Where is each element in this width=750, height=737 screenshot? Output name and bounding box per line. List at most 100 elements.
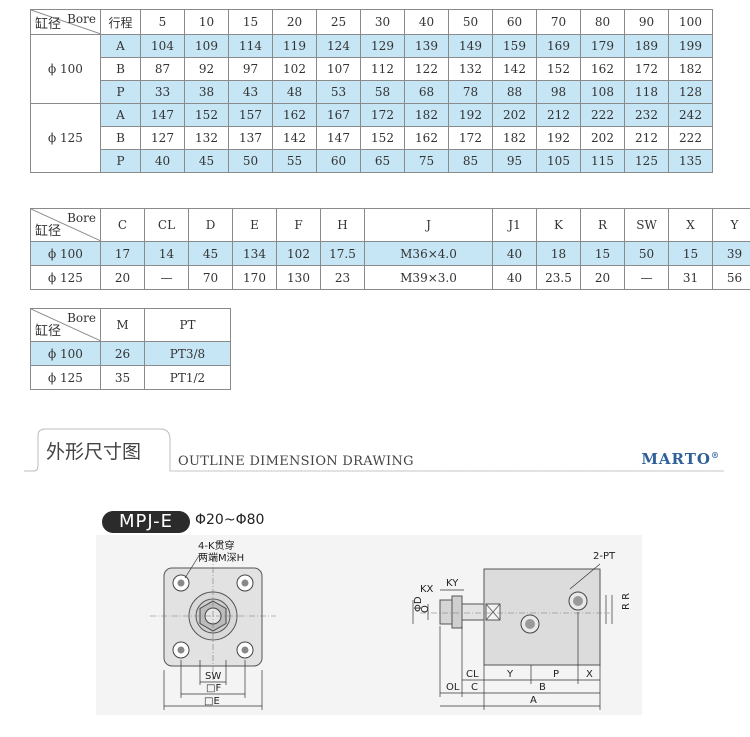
- corner-bore-label-cn: 缸径: [35, 224, 62, 239]
- value-cell: 172: [624, 57, 669, 81]
- stroke-column-header: 40: [404, 9, 449, 35]
- column-header: K: [536, 208, 581, 242]
- value-cell: 169: [536, 34, 581, 58]
- value-cell: 60: [316, 149, 361, 173]
- value-cell: 15: [580, 241, 625, 266]
- corner-bore-label: Bore: [67, 311, 96, 325]
- value-cell: PT3/8: [144, 341, 231, 366]
- dim-rr-label: R R: [621, 593, 632, 610]
- model-badge: MPJ-E: [102, 511, 190, 533]
- stroke-column-header: 100: [668, 9, 713, 35]
- value-cell: 31: [668, 265, 713, 290]
- value-cell: 68: [404, 80, 449, 104]
- value-cell: 40: [492, 241, 537, 266]
- brand-logo: MARTO®: [641, 450, 720, 468]
- dim-o-label: O: [420, 605, 431, 613]
- dim-e-label: □E: [204, 696, 220, 707]
- value-cell: 142: [492, 57, 537, 81]
- value-cell: —: [144, 265, 189, 290]
- value-cell: 137: [228, 126, 273, 150]
- value-cell: 45: [184, 149, 229, 173]
- value-cell: 202: [580, 126, 625, 150]
- value-cell: 58: [360, 80, 405, 104]
- column-header: J1: [492, 208, 537, 242]
- value-cell: 45: [188, 241, 233, 266]
- value-cell: 78: [448, 80, 493, 104]
- dimension-label-cell: B: [100, 57, 141, 81]
- value-cell: 139: [404, 34, 449, 58]
- value-cell: 102: [272, 57, 317, 81]
- value-cell: 98: [536, 80, 581, 104]
- stroke-column-header: 30: [360, 9, 405, 35]
- value-cell: 39: [712, 241, 750, 266]
- value-cell: 182: [404, 103, 449, 127]
- value-cell: 118: [624, 80, 669, 104]
- value-cell: 222: [580, 103, 625, 127]
- value-cell: 48: [272, 80, 317, 104]
- value-cell: 125: [624, 149, 669, 173]
- corner-bore-label: Bore: [67, 211, 96, 225]
- value-cell: 132: [184, 126, 229, 150]
- dim-phid-label: ΦD: [413, 596, 424, 612]
- dim-cl-label: CL: [466, 669, 479, 680]
- value-cell: M36×4.0: [364, 241, 493, 266]
- value-cell: 85: [448, 149, 493, 173]
- value-cell: 202: [492, 103, 537, 127]
- stroke-column-header: 80: [580, 9, 625, 35]
- bore-size-cell: ϕ 125: [30, 265, 101, 290]
- value-cell: 65: [360, 149, 405, 173]
- value-cell: 95: [492, 149, 537, 173]
- dim-x-label: X: [586, 669, 593, 680]
- outline-title-cn: 外形尺寸图: [46, 441, 142, 463]
- value-cell: 232: [624, 103, 669, 127]
- corner-bore-label-cn: 缸径: [35, 17, 62, 32]
- value-cell: 105: [536, 149, 581, 173]
- column-header: H: [320, 208, 365, 242]
- value-cell: 108: [580, 80, 625, 104]
- value-cell: M39×3.0: [364, 265, 493, 290]
- column-header: CL: [144, 208, 189, 242]
- value-cell: 162: [404, 126, 449, 150]
- value-cell: 132: [448, 57, 493, 81]
- dim-kx-label: KX: [420, 584, 434, 595]
- value-cell: 135: [668, 149, 713, 173]
- value-cell: 222: [668, 126, 713, 150]
- value-cell: 242: [668, 103, 713, 127]
- bore-size-cell: ϕ 100: [30, 241, 101, 266]
- value-cell: 70: [188, 265, 233, 290]
- value-cell: 38: [184, 80, 229, 104]
- value-cell: 50: [228, 149, 273, 173]
- value-cell: 75: [404, 149, 449, 173]
- value-cell: 18: [536, 241, 581, 266]
- value-cell: 199: [668, 34, 713, 58]
- thread-depth-note: 两端M深H: [198, 551, 244, 564]
- value-cell: 87: [140, 57, 185, 81]
- value-cell: 170: [232, 265, 277, 290]
- outline-title-en: OUTLINE DIMENSION DRAWING: [178, 454, 414, 469]
- value-cell: 33: [140, 80, 185, 104]
- bore-size-cell: ϕ 125: [30, 103, 101, 173]
- model-bore-range: Φ20~Φ80: [195, 512, 265, 528]
- value-cell: 104: [140, 34, 185, 58]
- dim-p-label: P: [553, 669, 559, 680]
- dimension-label-cell: P: [100, 149, 141, 173]
- bore-corner-header: Bore 缸径: [30, 208, 101, 242]
- value-cell: 130: [276, 265, 321, 290]
- dim-sw-label: SW: [205, 671, 221, 682]
- value-cell: 17: [100, 241, 145, 266]
- front-view: [150, 553, 276, 710]
